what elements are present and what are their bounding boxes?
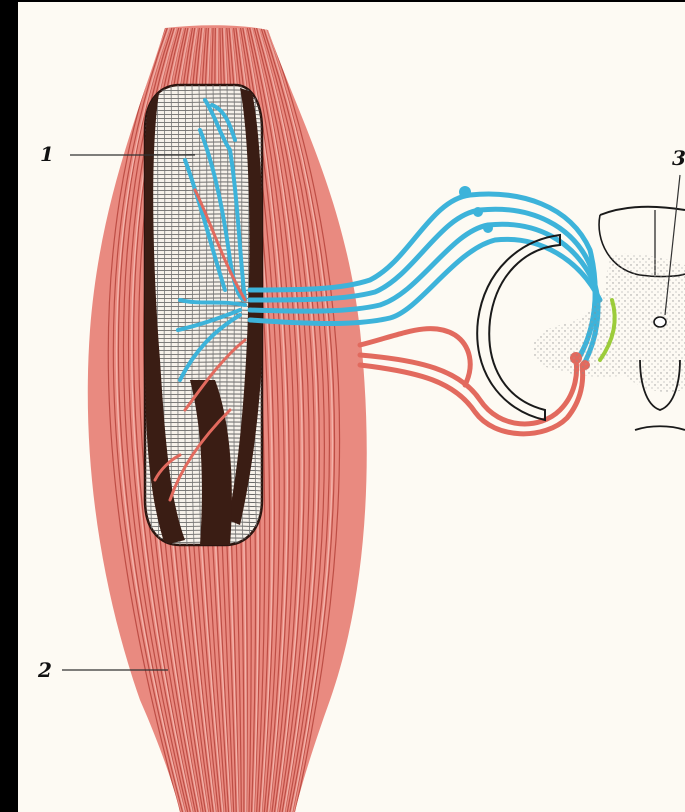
label-1: 1 [40, 144, 54, 164]
muscle-spindle-cutaway [142, 85, 263, 545]
central-canal [654, 317, 666, 327]
label-3: 3 [672, 148, 685, 168]
label-2: 2 [38, 660, 52, 680]
